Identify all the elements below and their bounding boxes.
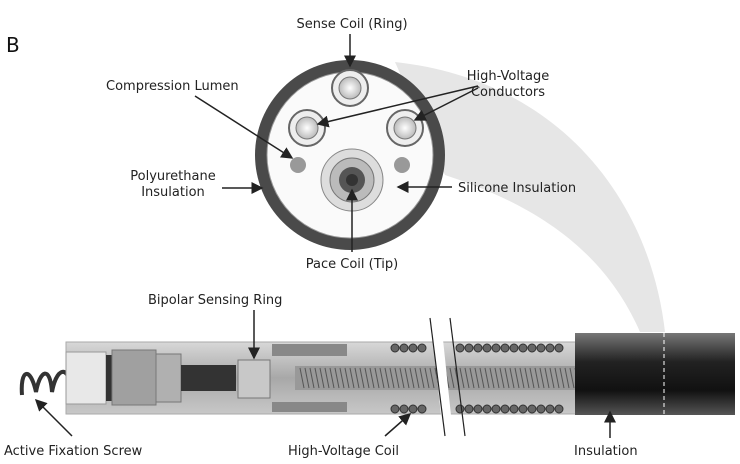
hv-coil-bead	[473, 343, 483, 353]
hv-coil-bead	[491, 404, 501, 414]
hv-conductor-left	[288, 109, 326, 147]
hv-coil-bead	[518, 404, 528, 414]
label-compression-lumen: Compression Lumen	[106, 79, 239, 94]
hv-coil-bead	[509, 404, 519, 414]
hv-coil-bead	[390, 343, 400, 353]
fixation-screw	[19, 369, 72, 396]
panel-letter: B	[6, 33, 20, 57]
label-polyurethane-2: Insulation	[141, 185, 205, 200]
hv-coil-bead	[536, 343, 546, 353]
label-hv-conductors-1: High-Voltage	[467, 69, 550, 84]
break-gap	[432, 330, 452, 425]
hv-coil-bead	[554, 404, 564, 414]
compression-lumen-right	[394, 157, 410, 173]
hv-coil-bead	[482, 343, 492, 353]
hv-coil-bead	[417, 404, 427, 414]
cross-section	[255, 60, 445, 250]
label-fixation-screw: Active Fixation Screw	[4, 444, 143, 459]
hv-coil-bead	[545, 343, 555, 353]
hv-coil-bead	[509, 343, 519, 353]
hv-coil-bead	[500, 343, 510, 353]
hv-coil-bead	[390, 404, 400, 414]
hv-coil-bead	[545, 404, 555, 414]
sense-coil-conductor	[331, 69, 369, 107]
hv-coil-bead	[455, 343, 465, 353]
hv-coil-bead	[518, 343, 528, 353]
hv-conductor-right	[386, 109, 424, 147]
hv-coil-bead	[536, 404, 546, 414]
hv-coil-bead	[464, 343, 474, 353]
label-silicone: Silicone Insulation	[458, 181, 576, 196]
hv-coil-bead	[482, 404, 492, 414]
label-hv-conductors-2: Conductors	[471, 85, 545, 100]
hv-coil-bead	[455, 404, 465, 414]
hv-coil-bead	[408, 404, 418, 414]
compression-lumen-left	[290, 157, 306, 173]
hv-coil-bead	[500, 404, 510, 414]
lead-body	[19, 317, 735, 437]
outer-insulation	[575, 333, 735, 415]
hv-coil-bead	[399, 343, 409, 353]
hv-coil-bead	[554, 343, 564, 353]
hv-coil-bead	[527, 343, 537, 353]
label-polyurethane-1: Polyurethane	[130, 169, 215, 184]
label-pace-coil: Pace Coil (Tip)	[306, 257, 398, 272]
label-insulation: Insulation	[574, 444, 638, 459]
bipolar-sensing-ring	[237, 359, 271, 399]
hv-coil-beads	[390, 343, 564, 414]
hv-coil-bead	[527, 404, 537, 414]
label-bipolar-ring: Bipolar Sensing Ring	[148, 293, 282, 308]
hv-coil-bead	[417, 343, 427, 353]
hv-coil-bead	[473, 404, 483, 414]
label-sense-coil: Sense Coil (Ring)	[296, 17, 407, 32]
label-hv-coil: High-Voltage Coil	[288, 444, 399, 459]
pace-coil	[320, 148, 384, 212]
cross-section-projection	[395, 62, 665, 332]
hv-coil-bead	[399, 404, 409, 414]
hv-coil-bead	[464, 404, 474, 414]
hv-coil-bead	[491, 343, 501, 353]
hv-coil-bead	[408, 343, 418, 353]
